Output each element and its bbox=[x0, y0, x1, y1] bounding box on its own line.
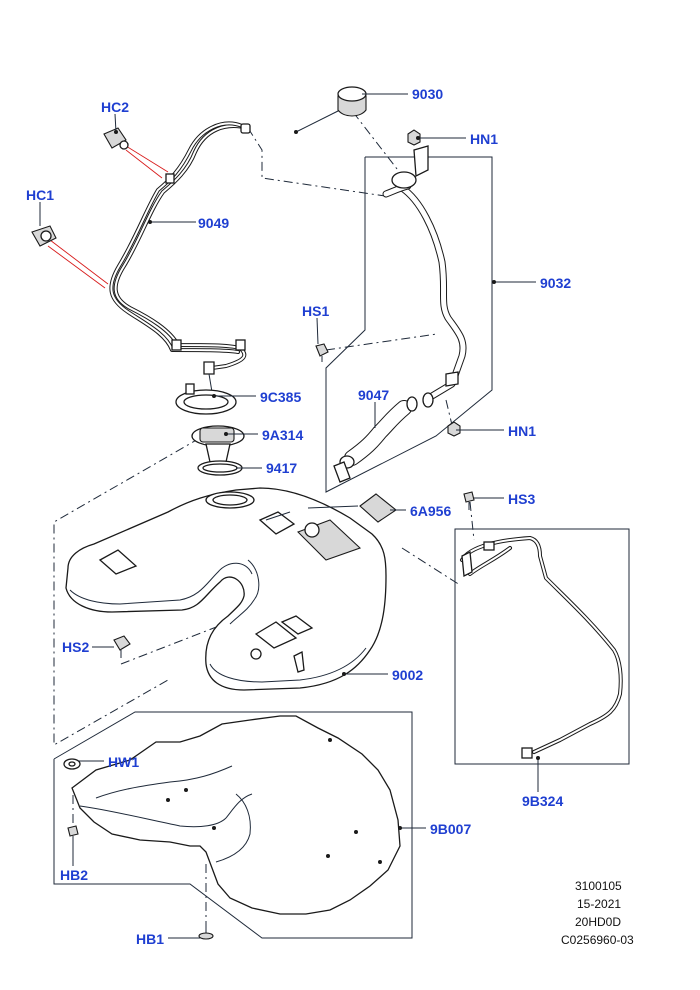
guide-hs1 bbox=[325, 333, 438, 351]
hc2-clip bbox=[103, 127, 129, 150]
label-hn1-bottom: HN1 bbox=[508, 423, 536, 439]
hn1-nut-top bbox=[407, 129, 421, 146]
callout-labels: HC2 HC1 9049 9030 HN1 9032 HS1 9047 HN1 … bbox=[26, 86, 571, 947]
label-9030: 9030 bbox=[412, 86, 443, 102]
frame-heat-shield bbox=[53, 711, 413, 939]
label-hb1: HB1 bbox=[136, 931, 164, 947]
label-hw1: HW1 bbox=[108, 754, 139, 770]
frame-filler-neck bbox=[325, 156, 493, 493]
fuel-cap-9030 bbox=[294, 86, 367, 134]
guide-9049-to-filler bbox=[247, 127, 386, 197]
hw1-washer bbox=[63, 758, 81, 770]
label-9b007: 9B007 bbox=[430, 821, 471, 837]
frame-fuel-line bbox=[454, 528, 630, 765]
guide-hn1 bbox=[445, 399, 453, 426]
hose-9047 bbox=[333, 396, 418, 483]
guide-cap-to-neck bbox=[352, 111, 405, 179]
hb2-bolt bbox=[67, 825, 79, 850]
hn1-nut-bottom bbox=[447, 421, 461, 437]
hs3-screw bbox=[463, 491, 475, 510]
seal-9417 bbox=[197, 460, 243, 476]
heat-shield-9b007 bbox=[71, 715, 401, 915]
diagram-meta: 3100105 15-2021 20HD0D C0256960-03 bbox=[561, 879, 634, 947]
tank-pad-1 bbox=[98, 549, 138, 575]
filler-neck-outlet bbox=[422, 392, 434, 408]
filler-neck-9032 bbox=[382, 145, 467, 408]
label-hc2: HC2 bbox=[101, 99, 129, 115]
fuel-tank-9002 bbox=[65, 487, 387, 691]
vent-hose-connector-top bbox=[240, 123, 251, 134]
vent-hose-clip-3 bbox=[235, 339, 246, 351]
label-hc1: HC1 bbox=[26, 187, 54, 203]
label-9032: 9032 bbox=[540, 275, 571, 291]
hs2-screw bbox=[113, 635, 131, 658]
lock-ring-9c385 bbox=[175, 383, 237, 415]
label-hb2: HB2 bbox=[60, 867, 88, 883]
meta-years: 15-2021 bbox=[577, 897, 621, 911]
label-hn1-top: HN1 bbox=[470, 131, 498, 147]
pad-6a956 bbox=[359, 493, 397, 523]
tank-pad-2 bbox=[258, 511, 296, 535]
label-9002: 9002 bbox=[392, 667, 423, 683]
fuel-line-connector-end bbox=[521, 747, 533, 759]
meta-code: 3100105 bbox=[575, 879, 622, 893]
label-hs2: HS2 bbox=[62, 639, 89, 655]
vent-hose-clip-2 bbox=[171, 339, 182, 351]
guide-right-fuelline bbox=[401, 547, 461, 586]
meta-model: 20HD0D bbox=[575, 915, 621, 929]
label-hs3: HS3 bbox=[508, 491, 535, 507]
fuel-pump-9a314 bbox=[191, 425, 245, 463]
label-9049: 9049 bbox=[198, 215, 229, 231]
filler-neck-bracket-top bbox=[413, 145, 429, 178]
vent-hose-connector-bottom bbox=[203, 361, 215, 375]
fuel-line-connector-top bbox=[483, 541, 495, 551]
guide-left-boundary bbox=[53, 437, 201, 746]
label-9c385: 9C385 bbox=[260, 389, 301, 405]
leader-lines bbox=[39, 93, 540, 939]
filler-neck-mouth bbox=[391, 171, 417, 189]
label-hs1: HS1 bbox=[302, 303, 329, 319]
vent-hose-clip-1 bbox=[165, 173, 175, 184]
hc1-clip bbox=[31, 225, 57, 247]
hb1-bolt bbox=[198, 922, 214, 940]
filler-neck-bracket-bottom bbox=[445, 371, 459, 387]
label-9b324: 9B324 bbox=[522, 793, 563, 809]
meta-ref: C0256960-03 bbox=[561, 933, 634, 947]
label-9047: 9047 bbox=[358, 387, 389, 403]
guide-hs3 bbox=[469, 501, 475, 541]
label-6a956: 6A956 bbox=[410, 503, 451, 519]
hs1-screw bbox=[315, 343, 329, 362]
label-9417: 9417 bbox=[266, 460, 297, 476]
vent-hose-9049 bbox=[109, 121, 251, 393]
tank-pad-4 bbox=[280, 615, 314, 635]
label-9a314: 9A314 bbox=[262, 427, 303, 443]
tank-pad-3 bbox=[254, 621, 298, 649]
clip-reference-lines bbox=[47, 145, 169, 289]
fuel-line-9b324 bbox=[460, 536, 623, 759]
group-frames bbox=[53, 111, 630, 939]
